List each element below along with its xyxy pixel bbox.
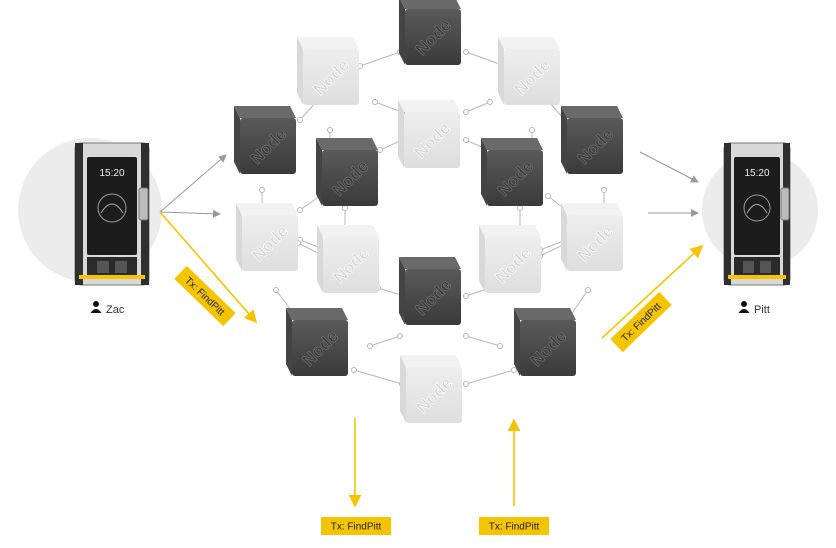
user-pitt-name: Pitt <box>754 304 770 316</box>
phone-zac: 15:20 <box>74 142 150 286</box>
node-d1: Node <box>399 0 461 65</box>
node-d5: Node <box>481 138 543 206</box>
tx-label-d-text: Tx: FindPitt <box>489 522 540 533</box>
node-d6: Node <box>399 257 461 325</box>
person-icon <box>90 301 102 313</box>
link-endpoint <box>377 147 383 153</box>
link-endpoint <box>367 343 373 349</box>
node-link <box>465 335 501 347</box>
tx-arrow-zac <box>159 211 258 324</box>
node-l4: Node <box>236 203 298 271</box>
node-l8: Node <box>400 355 462 423</box>
link-endpoint <box>273 287 279 293</box>
node-link <box>465 369 515 385</box>
node-l7: Node <box>561 203 623 271</box>
tx-label-b: Tx: FindPitt <box>321 517 391 535</box>
link-endpoint <box>511 367 517 373</box>
node-l2: Node <box>498 37 560 105</box>
link-endpoint <box>397 333 403 339</box>
link-endpoint <box>463 49 469 55</box>
link-endpoint <box>545 193 551 199</box>
phone-pitt: 15:20 <box>723 142 791 286</box>
gray-arrows <box>159 151 699 218</box>
link-endpoint <box>517 205 523 211</box>
link-endpoint <box>497 343 503 349</box>
node-l1: Node <box>297 37 359 105</box>
phone-zac-clock: 15:20 <box>99 168 124 179</box>
node-link <box>465 101 491 113</box>
tx-arrows <box>159 211 704 508</box>
link-endpoint <box>463 333 469 339</box>
node-d8: Node <box>514 308 576 376</box>
node-link <box>299 195 321 211</box>
node-d7: Node <box>286 308 348 376</box>
phone-pitt-clock: 15:20 <box>744 168 769 179</box>
node-l3: Node <box>398 100 460 168</box>
link-endpoint <box>463 109 469 115</box>
tx-label-c-text: Tx: FindPitt <box>620 301 664 344</box>
link-endpoint <box>297 207 303 213</box>
tx-label-b-text: Tx: FindPitt <box>331 522 382 533</box>
link-endpoint <box>601 187 607 193</box>
link-endpoint <box>585 287 591 293</box>
link-endpoint <box>529 127 535 133</box>
node-link <box>359 51 401 67</box>
link-endpoint <box>259 187 265 193</box>
link-endpoint <box>463 137 469 143</box>
link-endpoint <box>463 293 469 299</box>
node-l5: Node <box>317 225 379 293</box>
tx-label-d: Tx: FindPitt <box>479 517 549 535</box>
user-pitt: Pitt <box>738 301 770 316</box>
node-link <box>374 101 403 113</box>
link-endpoint <box>342 205 348 211</box>
arrow-zac-right <box>159 209 221 218</box>
user-zac-name: Zac <box>106 304 125 316</box>
tx-arrow-to-pitt <box>601 244 704 339</box>
tx-label-a: Tx: FindPitt <box>174 265 236 327</box>
node-link <box>353 369 403 385</box>
link-endpoint <box>297 117 303 123</box>
node-d3: Node <box>561 106 623 174</box>
node-d2: Node <box>234 106 296 174</box>
link-endpoint <box>463 381 469 387</box>
link-endpoint <box>372 99 378 105</box>
arrow-to-pitt-upper <box>639 151 699 183</box>
arrow-zac-up <box>159 154 227 213</box>
node-l6: Node <box>479 225 541 293</box>
user-zac: Zac <box>90 301 125 316</box>
link-endpoint <box>487 99 493 105</box>
node-d4: Node <box>316 138 378 206</box>
person-icon <box>738 301 750 313</box>
link-endpoint <box>351 367 357 373</box>
link-endpoint <box>327 127 333 133</box>
node-link <box>369 335 401 347</box>
